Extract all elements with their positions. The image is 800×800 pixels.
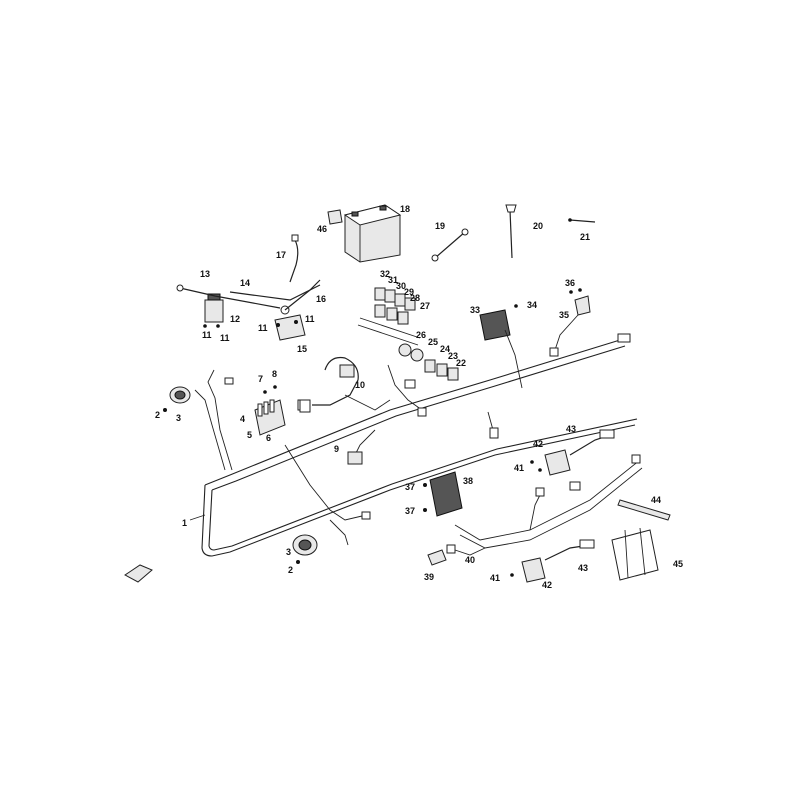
bracket-44 — [617, 499, 671, 521]
relay-harness — [299, 356, 391, 413]
callout-37-upper: 37 — [405, 482, 415, 492]
callout-11-a: 11 — [202, 330, 212, 340]
callout-40: 40 — [465, 555, 475, 565]
harness-branch-connector — [489, 427, 499, 439]
oxygen-sensor-upper — [530, 429, 615, 476]
callout-22: 22 — [456, 358, 466, 368]
ground-cable-13 — [179, 287, 281, 309]
battery-cable-19 — [434, 231, 466, 259]
callout-5: 5 — [247, 430, 252, 440]
callout-2-upper: 2 — [155, 410, 160, 420]
relay-bank — [357, 287, 421, 346]
relay-bank-lower — [387, 343, 459, 417]
callout-12: 12 — [230, 314, 240, 324]
callout-38: 38 — [463, 476, 473, 486]
callout-8: 8 — [272, 369, 277, 379]
callout-27: 27 — [420, 301, 430, 311]
callout-6: 6 — [266, 433, 271, 443]
callout-19: 19 — [435, 221, 445, 231]
callout-35: 35 — [559, 310, 569, 320]
callout-30: 30 — [396, 281, 406, 291]
left-branch-wires — [194, 369, 234, 471]
callout-18: 18 — [400, 204, 410, 214]
connector-9 — [347, 429, 376, 465]
callout-44: 44 — [651, 495, 661, 505]
callout-42-lower: 42 — [542, 580, 552, 590]
callout-24: 24 — [440, 344, 450, 354]
callout-3-lower: 3 — [286, 547, 291, 557]
callout-14: 14 — [240, 278, 250, 288]
callout-13: 13 — [200, 269, 210, 279]
callout-10: 10 — [355, 380, 365, 390]
callout-25: 25 — [428, 337, 438, 347]
callout-4: 4 — [240, 414, 245, 424]
callout-2-lower: 2 — [288, 565, 293, 575]
oxygen-sensor-lower — [510, 539, 595, 583]
callout-43-upper: 43 — [566, 424, 576, 434]
callout-36: 36 — [565, 278, 575, 288]
callout-26: 26 — [416, 330, 426, 340]
cable-17 — [289, 239, 299, 283]
clip-21 — [569, 219, 596, 223]
callout-45: 45 — [673, 559, 683, 569]
callout-41-upper: 41 — [514, 463, 524, 473]
callout-29: 29 — [404, 287, 414, 297]
fuse-39 — [427, 549, 447, 566]
bracket-15 — [274, 305, 306, 341]
callout-21: 21 — [580, 232, 590, 242]
callout-43-lower: 43 — [578, 563, 588, 573]
ecu — [423, 471, 463, 517]
callout-31: 31 — [388, 275, 398, 285]
callout-33: 33 — [470, 305, 480, 315]
callout-16: 16 — [316, 294, 326, 304]
cable-16 — [284, 279, 321, 311]
callout-20: 20 — [533, 221, 543, 231]
callout-3-upper: 3 — [176, 413, 181, 423]
callout-46: 46 — [317, 224, 327, 234]
sensor-35 — [549, 288, 591, 357]
callout-1: 1 — [182, 518, 187, 528]
callout-32: 32 — [380, 269, 390, 279]
callout-11-c: 11 — [258, 323, 268, 333]
callout-17: 17 — [276, 250, 286, 260]
callout-28: 28 — [410, 293, 420, 303]
holder-45 — [611, 527, 659, 581]
callout-labels: 1 2 3 3 2 4 5 6 7 8 9 10 11 11 11 11 12 … — [155, 204, 683, 590]
switch-lower-left — [124, 564, 153, 583]
battery-pad — [327, 209, 343, 225]
cable-tie-20 — [509, 209, 513, 259]
secondary-harness — [446, 454, 643, 556]
callout-7: 7 — [258, 374, 263, 384]
callout-15: 15 — [297, 344, 307, 354]
callout-9: 9 — [334, 444, 339, 454]
main-wiring-harness — [201, 333, 638, 557]
callout-11-b: 11 — [220, 333, 230, 343]
harness-end-connector — [617, 333, 631, 343]
callout-42-upper: 42 — [533, 439, 543, 449]
voltage-regulator — [479, 304, 523, 389]
horn-upper — [163, 386, 191, 412]
branch-connector — [224, 377, 234, 385]
ignition-coil — [203, 293, 224, 328]
callout-39: 39 — [424, 572, 434, 582]
lower-horn-connector — [361, 511, 371, 520]
callout-41-lower: 41 — [490, 573, 500, 583]
battery — [343, 204, 402, 263]
callout-34: 34 — [527, 300, 537, 310]
callout-23: 23 — [448, 351, 458, 361]
horn-lower — [292, 534, 318, 564]
lower-horn-wire-2 — [329, 519, 349, 546]
callout-37-lower: 37 — [405, 506, 415, 516]
callout-11-d: 11 — [305, 314, 315, 324]
lower-horn-wire — [284, 444, 363, 521]
